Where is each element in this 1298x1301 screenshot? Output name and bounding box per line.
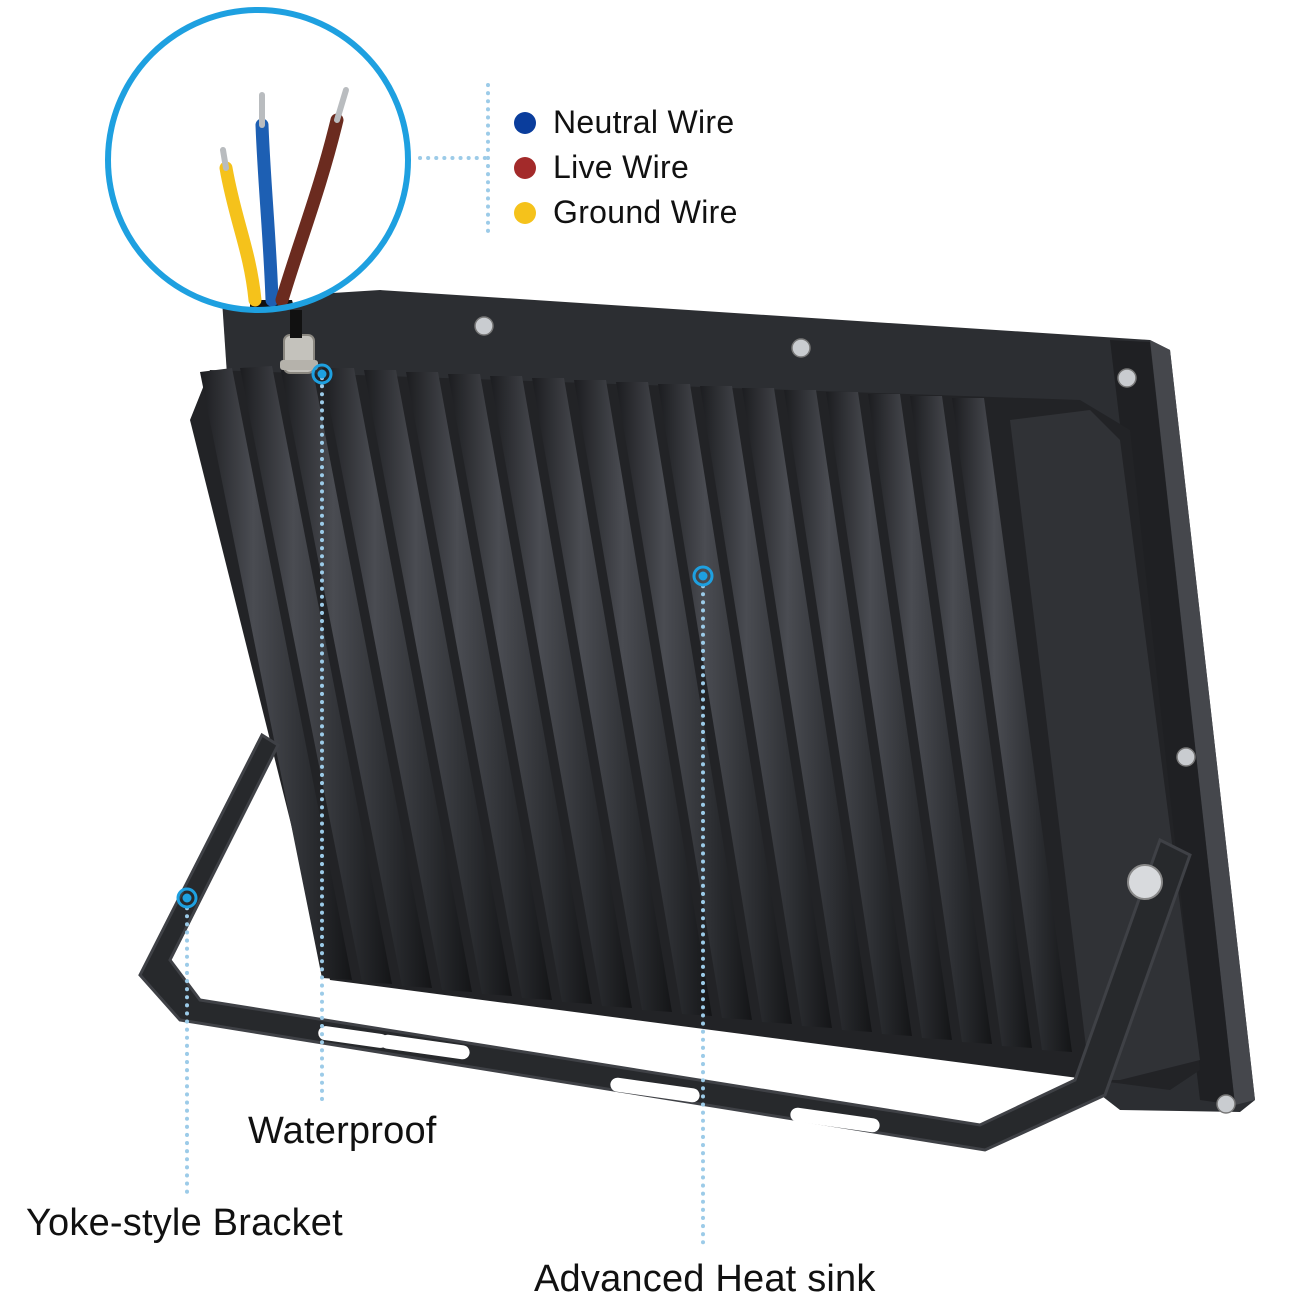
heat-sink-label: Advanced Heat sink: [534, 1258, 876, 1300]
callout-lines: [185, 83, 705, 1247]
bracket-label: Yoke-style Bracket: [26, 1202, 343, 1244]
neutral-wire: [255, 118, 279, 307]
heat-sink-marker-icon: [692, 565, 714, 587]
legend-label: Live Wire: [553, 149, 690, 185]
ground-dot-icon: [514, 201, 536, 224]
yoke-bracket: [138, 732, 1192, 1152]
screws: [474, 316, 1236, 1114]
bracket-marker-icon: [176, 887, 198, 909]
legend-item-ground: Ground Wire: [514, 190, 738, 235]
bracket-bolt: [1127, 864, 1163, 900]
neutral-dot-icon: [514, 111, 536, 134]
callout-markers: [176, 363, 714, 909]
waterproof-marker-icon: [311, 363, 333, 385]
ground-wire: [219, 161, 262, 307]
inset-ring: [105, 7, 411, 313]
heat-sink-fins: [200, 366, 1072, 1052]
wire-legend: Neutral Wire Live Wire Ground Wire: [514, 100, 738, 235]
legend-item-live: Live Wire: [514, 145, 738, 190]
legend-item-neutral: Neutral Wire: [514, 100, 738, 145]
cable-gland: [280, 310, 318, 374]
legend-label: Ground Wire: [553, 194, 738, 230]
wire-inset: [105, 7, 411, 313]
heat-sink: [190, 316, 1236, 1114]
waterproof-label: Waterproof: [248, 1110, 437, 1152]
legend-label: Neutral Wire: [553, 104, 735, 140]
live-dot-icon: [514, 156, 536, 179]
live-wire: [275, 113, 344, 307]
